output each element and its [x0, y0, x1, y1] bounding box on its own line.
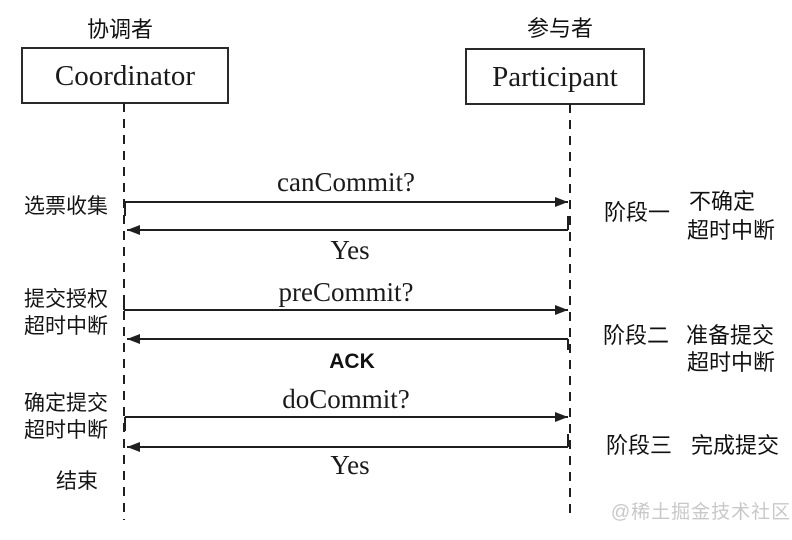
phase3-name: 阶段三: [606, 433, 672, 458]
left-label-vote-collect: 选票收集: [24, 195, 108, 218]
phase1-status1: 不确定: [689, 189, 755, 214]
message-precommit-label: preCommit?: [279, 277, 414, 307]
coordinator-role-label: 协调者: [87, 17, 153, 42]
participant-box: [465, 48, 645, 105]
left-label-end: 结束: [56, 470, 98, 493]
message-ack-label: ACK: [329, 350, 375, 373]
phase2-status2: 超时中断: [687, 350, 775, 375]
message-yes1-label: Yes: [330, 235, 369, 265]
phase3-status1: 完成提交: [691, 433, 779, 458]
watermark-text: @稀土掘金技术社区: [611, 501, 791, 523]
left-label-confirm-line2: 超时中断: [24, 419, 108, 442]
participant-box-label: Participant: [492, 61, 618, 93]
coordinator-box-label: Coordinator: [55, 60, 195, 92]
coordinator-box: [21, 47, 229, 104]
message-yes2-label: Yes: [330, 450, 369, 480]
phase1-name: 阶段一: [604, 200, 670, 225]
left-label-grant-line2: 超时中断: [24, 315, 108, 338]
participant-role-label: 参与者: [527, 16, 593, 41]
left-label-grant-line1: 提交授权: [24, 288, 108, 311]
message-cancommit-label: canCommit?: [277, 167, 415, 197]
message-docommit-label: doCommit?: [282, 384, 410, 414]
phase2-status1: 准备提交: [686, 323, 774, 348]
phase2-name: 阶段二: [603, 323, 669, 348]
phase1-status2: 超时中断: [687, 218, 775, 243]
left-label-confirm-line1: 确定提交: [24, 392, 108, 415]
